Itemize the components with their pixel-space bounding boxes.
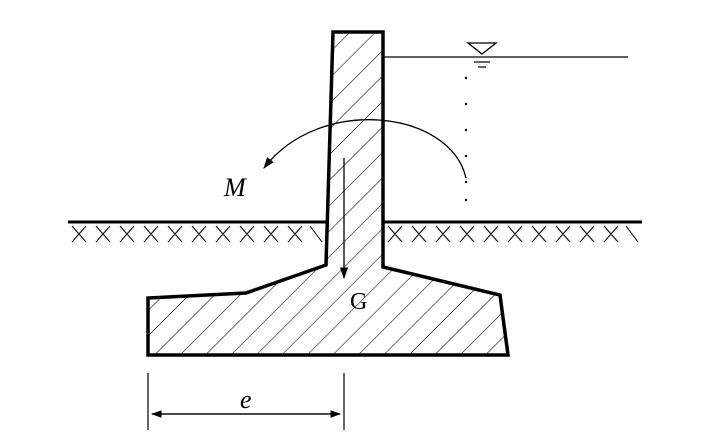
water-level	[383, 42, 628, 68]
eccentricity-label: e	[240, 385, 252, 414]
eccentricity-dimension	[147, 373, 345, 430]
water-level-triangle-icon	[466, 42, 498, 68]
weight-label: G	[350, 289, 367, 315]
water-boundary-dotted	[464, 76, 468, 202]
retaining-wall	[146, 30, 510, 357]
moment-arc	[263, 119, 467, 179]
soil-hatching	[71, 225, 639, 243]
moment-label: M	[223, 173, 247, 202]
